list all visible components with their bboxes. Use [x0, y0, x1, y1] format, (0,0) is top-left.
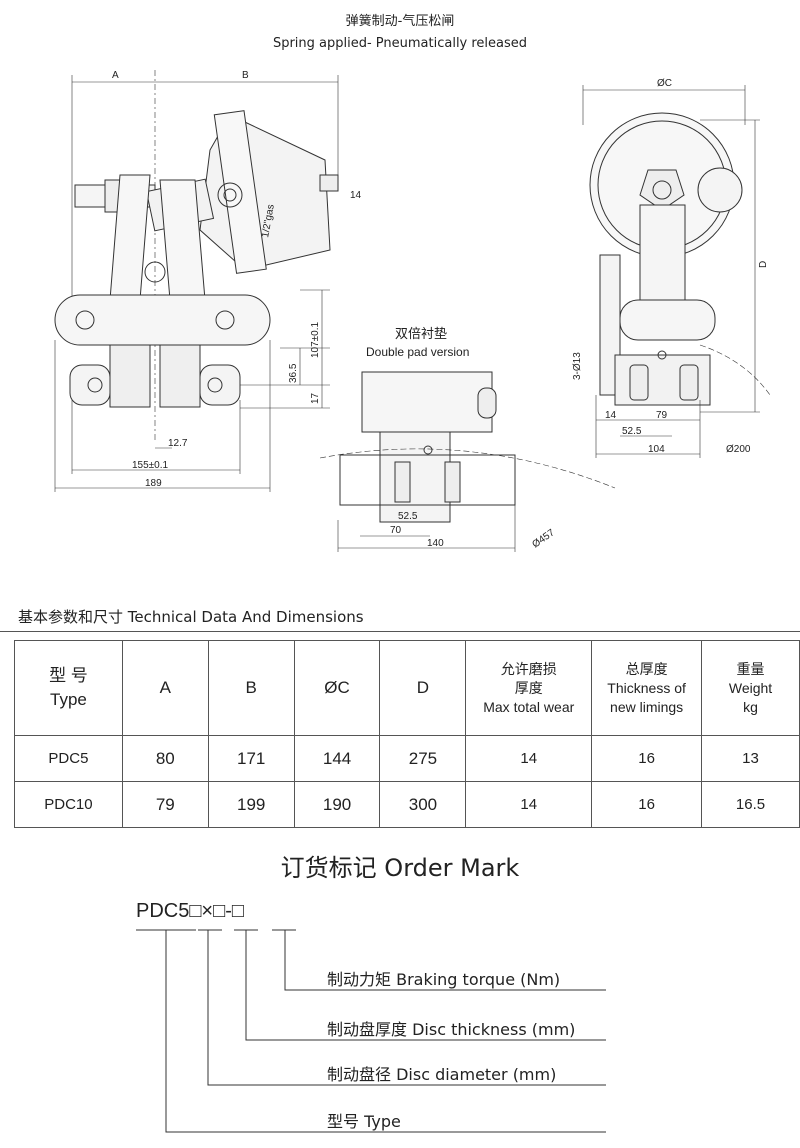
order-label-disc-diameter: 制动盘径 Disc diameter (mm): [327, 1065, 557, 1084]
order-label-torque: 制动力矩 Braking torque (Nm): [327, 970, 561, 989]
cell-max-wear: 14: [465, 735, 593, 782]
order-label-type: 型号 Type: [327, 1112, 401, 1131]
dim-12-7: 12.7: [168, 438, 188, 449]
dim-36-5: 36.5: [288, 363, 299, 383]
cell-type: PDC10: [14, 781, 123, 828]
dim-189: 189: [145, 478, 162, 489]
cell-d: 275: [379, 735, 467, 782]
table-row: PDC5 80 171 144 275 14 16 13: [14, 735, 800, 782]
dim-label-a: A: [112, 70, 119, 81]
cell-thickness: 16: [591, 781, 703, 828]
order-mark-title: 订货标记 Order Mark: [280, 854, 520, 882]
cell-type: PDC5: [14, 735, 123, 782]
drawing-title-en: Spring applied- Pneumatically released: [272, 36, 528, 51]
cell-weight: 13: [701, 735, 800, 782]
dim-right-79: 79: [656, 410, 668, 421]
dim-right-14: 14: [605, 410, 617, 421]
dim-label-c: ØC: [657, 78, 672, 89]
dim-mid-52-5: 52.5: [398, 511, 418, 522]
dim-mid-70: 70: [390, 525, 402, 536]
double-pad-title-cn: 双倍衬垫: [395, 326, 447, 341]
section-title: 基本参数和尺寸 Technical Data And Dimensions: [18, 608, 364, 626]
cell-c: 190: [293, 781, 381, 828]
header-c: ØC: [293, 640, 381, 736]
order-label-disc-thickness: 制动盘厚度 Disc thickness (mm): [327, 1020, 576, 1039]
right-view-drawing: [582, 85, 771, 458]
dim-right-104: 104: [648, 444, 665, 455]
dim-107: 107±0.1: [310, 321, 321, 358]
double-pad-title-en: Double pad version: [366, 345, 469, 359]
table-row: PDC10 79 199 190 300 14 16 16.5: [14, 781, 800, 828]
dim-label-b: B: [242, 70, 249, 81]
drawing-title-cn: 弹簧制动-气压松闸: [345, 14, 455, 29]
dim-155: 155±0.1: [132, 460, 169, 471]
dim-dia-200: Ø200: [726, 444, 751, 455]
cell-max-wear: 14: [465, 781, 593, 828]
cell-b: 199: [207, 781, 295, 828]
header-d: D: [379, 640, 467, 736]
cell-a: 80: [121, 735, 209, 782]
left-view-drawing: [54, 70, 339, 492]
dim-left-14: 14: [350, 190, 362, 201]
header-a: A: [121, 640, 209, 736]
cell-d: 300: [379, 781, 467, 828]
cell-weight: 16.5: [701, 781, 800, 828]
dim-17: 17: [310, 392, 321, 404]
dim-label-d: D: [758, 261, 769, 268]
cell-thickness: 16: [591, 735, 703, 782]
cell-c: 144: [293, 735, 381, 782]
cell-b: 171: [207, 735, 295, 782]
dim-holes: 3-Ø13: [572, 352, 583, 380]
technical-drawing: A B 1/2"gas 14 107±0.1 36.5 17 12.7 155±…: [54, 70, 771, 552]
middle-view-drawing: [319, 371, 616, 552]
cell-a: 79: [121, 781, 209, 828]
section-divider: [0, 631, 800, 632]
dim-right-52-5: 52.5: [622, 426, 642, 437]
order-mark-code: PDC5□×□-□: [136, 900, 244, 922]
header-b: B: [207, 640, 295, 736]
dim-dia-457: Ø457: [530, 527, 557, 550]
dim-mid-140: 140: [427, 538, 444, 549]
